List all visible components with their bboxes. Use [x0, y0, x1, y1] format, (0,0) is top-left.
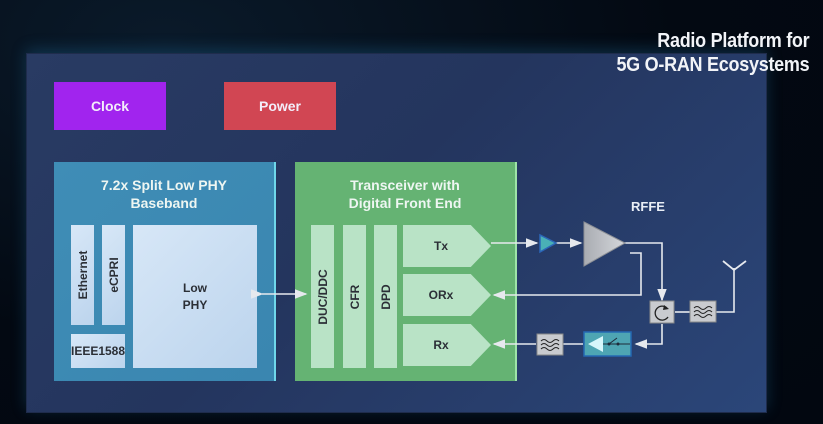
lna-switch-icon	[583, 331, 632, 357]
power-amp-icon	[583, 221, 627, 267]
tx-label: Tx	[433, 238, 448, 253]
clock-label: Clock	[90, 98, 130, 114]
driver-amp-icon	[539, 233, 558, 254]
transceiver-title: Transceiver with Digital Front End	[295, 176, 515, 212]
circulator-icon	[649, 300, 675, 324]
low-phy-line-2: PHY	[182, 297, 208, 312]
pa-to-circulator	[624, 242, 667, 302]
rffe-label: RFFE	[631, 199, 665, 214]
rx-block: Rx	[403, 324, 491, 366]
tx-filter-icon	[689, 300, 717, 323]
clock-block: Clock	[54, 82, 166, 130]
baseband-title: 7.2x Split Low PHY Baseband	[54, 176, 274, 212]
title-line-2: 5G O-RAN Ecosystems	[616, 54, 809, 76]
circulator-to-lna	[634, 324, 663, 349]
antenna-icon	[722, 260, 747, 272]
power-block: Power	[224, 82, 336, 130]
baseband-block: 7.2x Split Low PHY Baseband Ethernet eCP…	[54, 162, 276, 381]
ethernet-block: Ethernet	[71, 225, 94, 325]
diagram-title: Radio Platform for 5G O-RAN Ecosystems	[616, 29, 809, 77]
tx-block: Tx	[403, 225, 491, 267]
title-line-1: Radio Platform for	[656, 30, 809, 52]
cfr-block: CFR	[343, 225, 366, 368]
baseband-title-line-1: 7.2x Split Low PHY	[100, 177, 228, 193]
dpd-block: DPD	[374, 225, 397, 368]
power-label: Power	[258, 98, 301, 114]
transceiver-title-line-2: Digital Front End	[348, 195, 462, 211]
baseband-title-line-2: Baseband	[130, 195, 198, 211]
ieee1588-block: IEEE1588	[71, 334, 125, 368]
transceiver-title-line-1: Transceiver with	[350, 177, 460, 193]
ecpri-block: eCPRI	[102, 225, 125, 325]
orx-block: ORx	[403, 274, 491, 316]
orx-label: ORx	[428, 287, 454, 302]
low-phy-line-1: Low	[183, 280, 207, 295]
duc-ddc-block: DUC/DDC	[311, 225, 334, 368]
feedback-to-orx	[492, 252, 642, 300]
filter-to-antenna	[716, 268, 735, 313]
rx-label: Rx	[433, 337, 449, 352]
rx-filter-icon	[536, 333, 564, 356]
ieee1588-label: IEEE1588	[70, 343, 126, 358]
